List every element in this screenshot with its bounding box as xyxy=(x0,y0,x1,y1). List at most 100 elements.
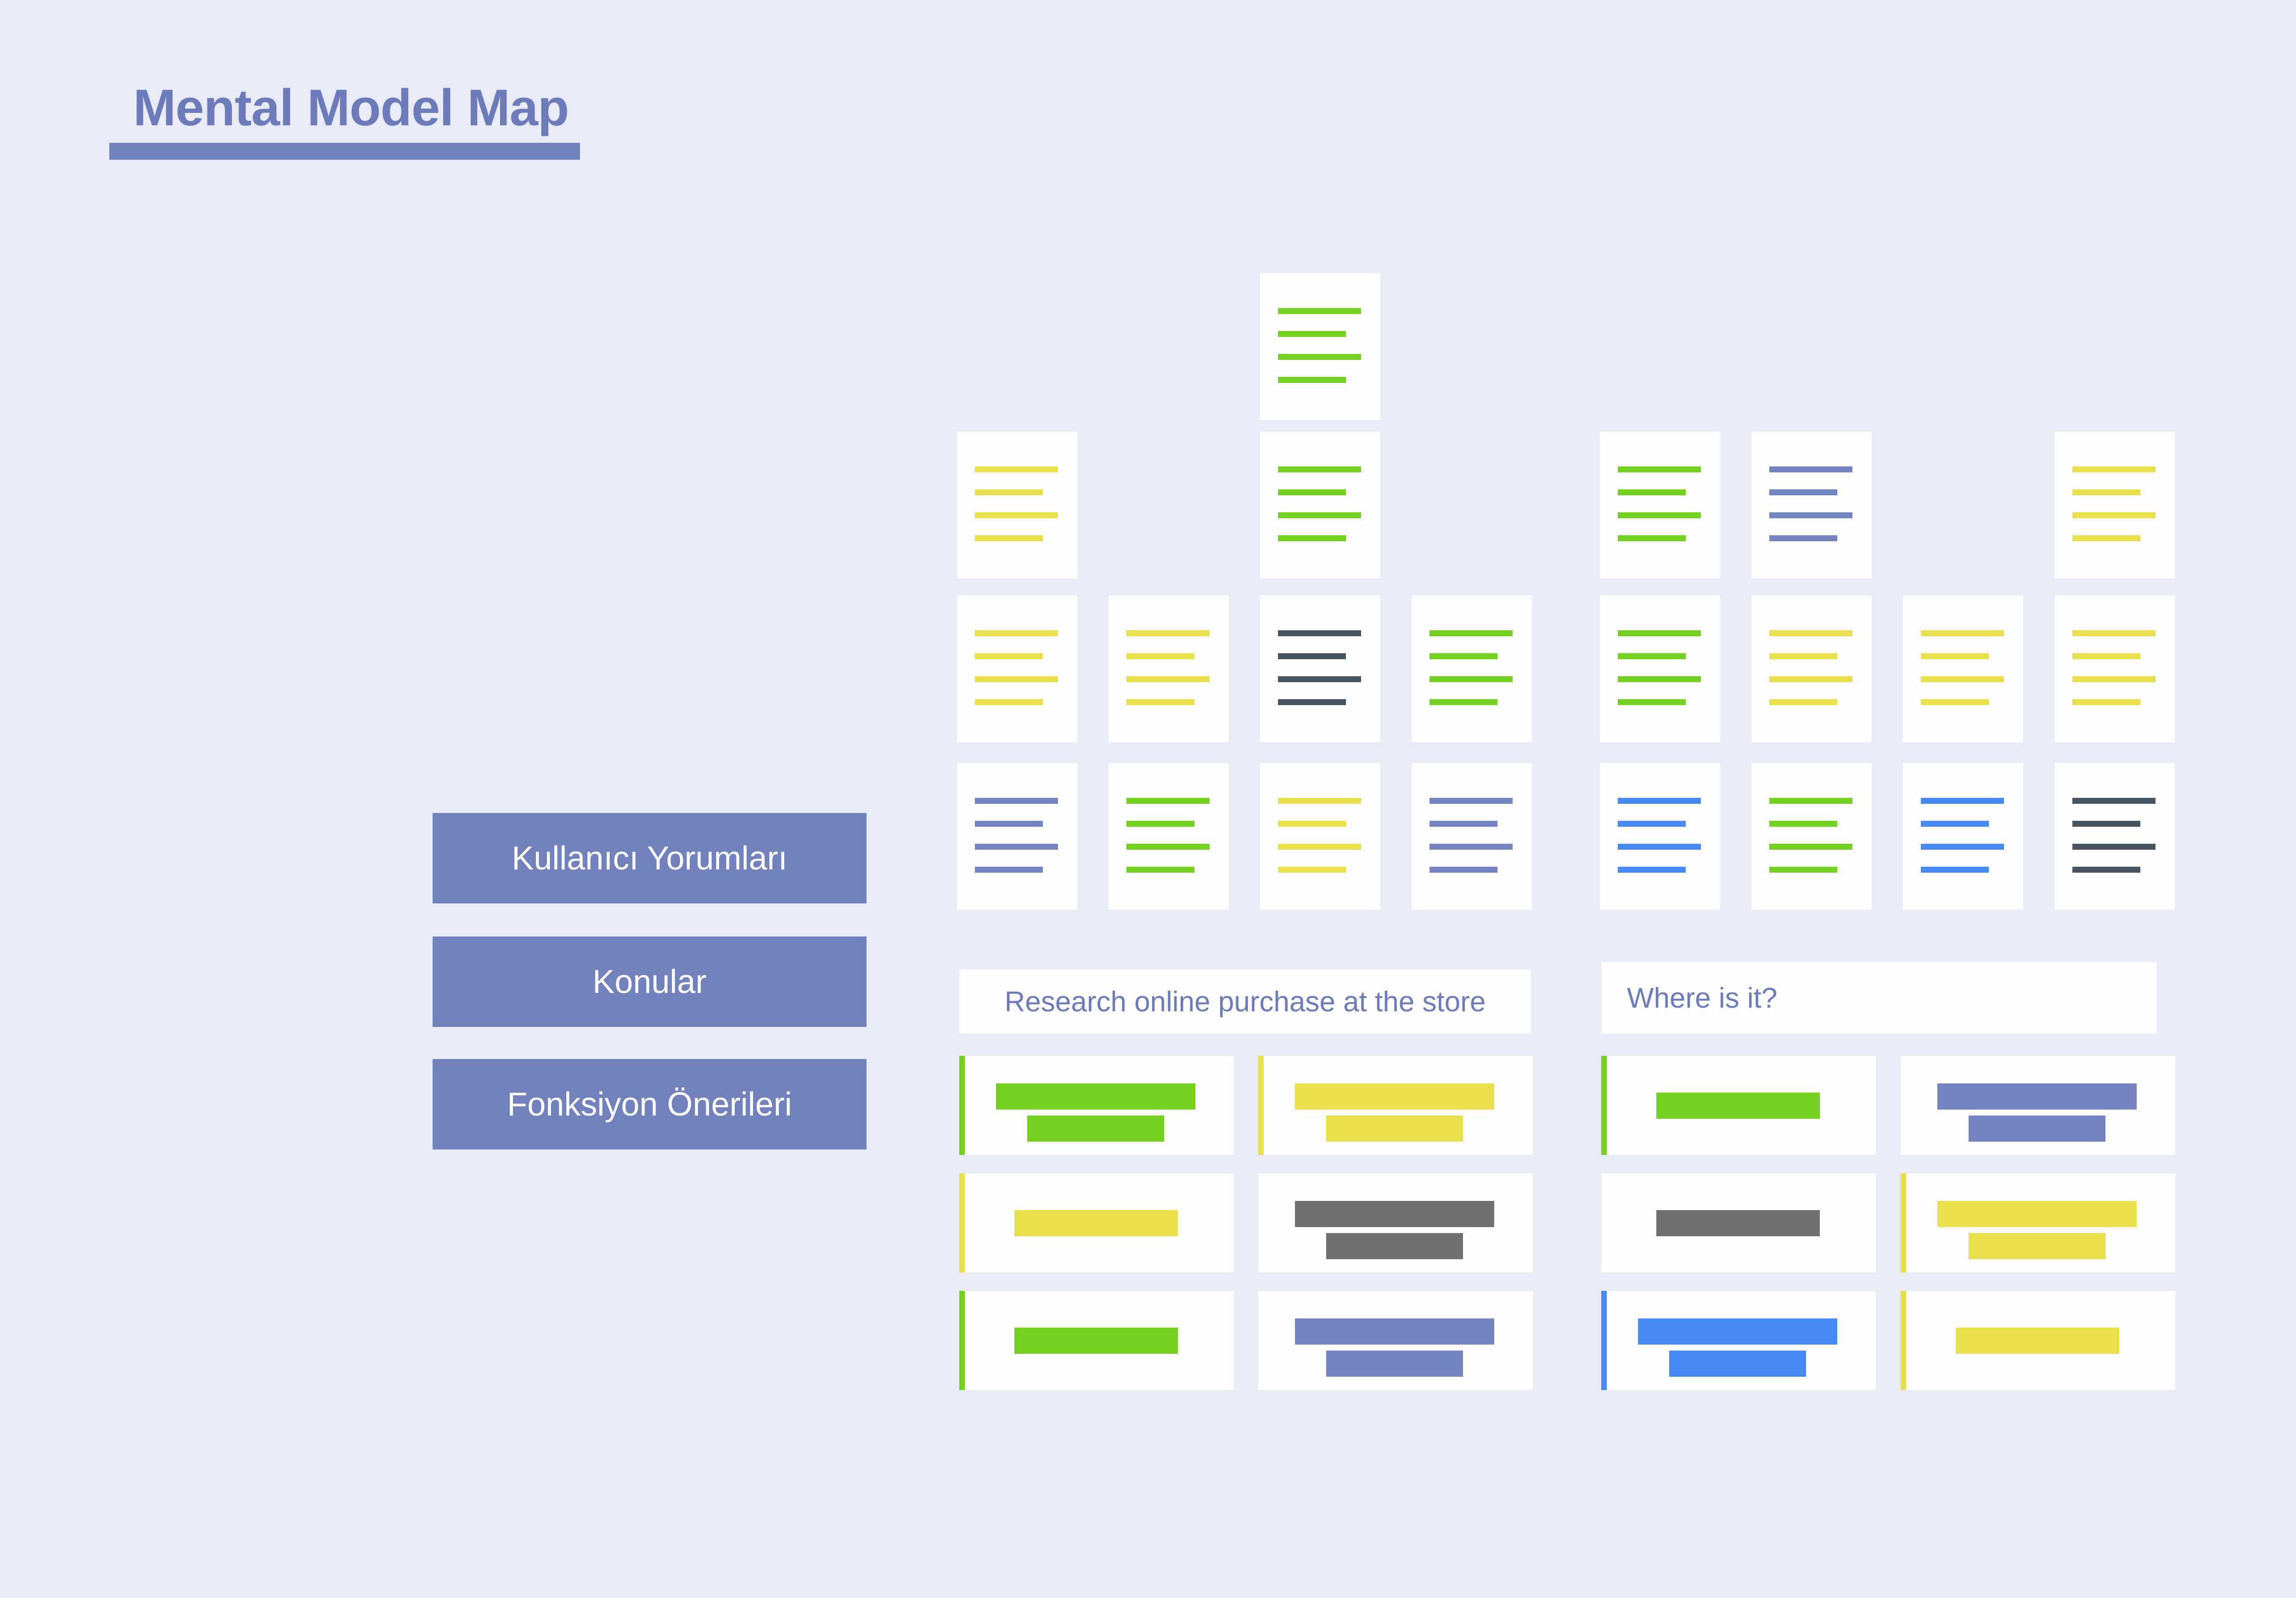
note-text-line xyxy=(975,699,1043,705)
note-text-line xyxy=(1921,844,2004,850)
note-text-line xyxy=(1126,867,1194,873)
sticky-note[interactable] xyxy=(957,763,1077,910)
sticky-note[interactable] xyxy=(1412,763,1532,910)
card-highlight-bar xyxy=(1326,1116,1463,1142)
summary-card[interactable] xyxy=(959,1173,1234,1273)
legend-button-label: Kullanıcı Yorumları xyxy=(512,840,788,877)
card-highlight-bar xyxy=(1295,1083,1494,1110)
title-block: Mental Model Map xyxy=(109,78,580,160)
card-accent-edge xyxy=(1601,1056,1607,1155)
card-highlight-bar xyxy=(1969,1233,2105,1259)
note-text-line xyxy=(1921,798,2004,804)
sticky-note[interactable] xyxy=(957,432,1077,578)
note-text-line xyxy=(1126,798,1210,804)
sticky-note[interactable] xyxy=(1260,432,1380,578)
note-text-line xyxy=(1278,630,1361,636)
page-title: Mental Model Map xyxy=(133,79,569,136)
sticky-note[interactable] xyxy=(1903,763,2023,910)
note-text-line xyxy=(2072,489,2140,495)
note-text-line xyxy=(2072,844,2155,850)
card-highlight-bar xyxy=(1295,1201,1494,1227)
note-text-line xyxy=(1278,844,1361,850)
card-highlight-bar xyxy=(996,1083,1195,1110)
summary-card[interactable] xyxy=(1901,1173,2175,1273)
card-highlight-bar xyxy=(1014,1210,1178,1236)
note-text-line xyxy=(975,512,1058,518)
note-text-line xyxy=(1618,512,1701,518)
sticky-note[interactable] xyxy=(1903,595,2023,742)
sticky-note[interactable] xyxy=(1600,763,1720,910)
note-text-line xyxy=(1769,630,1852,636)
legend-button-fonksiyon-onerileri[interactable]: Fonksiyon Önerileri xyxy=(433,1059,867,1149)
card-highlight-bar xyxy=(1326,1351,1463,1377)
legend-button-konular[interactable]: Konular xyxy=(433,936,867,1027)
card-highlight-bar xyxy=(1937,1201,2137,1227)
sticky-note[interactable] xyxy=(2054,432,2175,578)
summary-card[interactable] xyxy=(1258,1173,1533,1273)
sticky-note[interactable] xyxy=(2054,595,2175,742)
note-text-line xyxy=(1278,354,1361,360)
sticky-note[interactable] xyxy=(1751,763,1872,910)
sticky-note[interactable] xyxy=(1109,595,1229,742)
note-text-line xyxy=(1921,676,2004,682)
note-text-line xyxy=(2072,512,2155,518)
summary-card[interactable] xyxy=(1258,1056,1533,1155)
sticky-note[interactable] xyxy=(1109,763,1229,910)
sticky-note[interactable] xyxy=(1751,595,1872,742)
note-text-line xyxy=(1618,867,1686,873)
note-text-line xyxy=(1126,630,1210,636)
card-accent-edge xyxy=(959,1173,965,1273)
card-accent-edge xyxy=(1258,1056,1264,1155)
sticky-note[interactable] xyxy=(1260,763,1380,910)
title-underline xyxy=(109,143,580,160)
note-text-line xyxy=(975,489,1043,495)
note-text-line xyxy=(1769,535,1837,541)
card-highlight-bar xyxy=(1326,1233,1463,1259)
note-text-line xyxy=(1429,699,1497,705)
note-text-line xyxy=(1618,489,1686,495)
sticky-note[interactable] xyxy=(957,595,1077,742)
note-text-line xyxy=(1618,798,1701,804)
summary-card[interactable] xyxy=(1601,1056,1876,1155)
note-text-line xyxy=(1126,653,1194,659)
note-text-line xyxy=(1278,535,1346,541)
note-text-line xyxy=(2072,676,2155,682)
note-text-line xyxy=(1769,844,1852,850)
summary-card[interactable] xyxy=(1601,1291,1876,1390)
card-highlight-bar xyxy=(1669,1351,1806,1377)
note-text-line xyxy=(1429,821,1497,827)
summary-card[interactable] xyxy=(1901,1291,2175,1390)
summary-card[interactable] xyxy=(959,1291,1234,1390)
note-text-line xyxy=(1278,867,1346,873)
note-text-line xyxy=(2072,466,2155,472)
task-label-where-is-it[interactable]: Where is it? xyxy=(1601,962,2156,1034)
note-text-line xyxy=(1278,512,1361,518)
note-text-line xyxy=(975,798,1058,804)
sticky-note[interactable] xyxy=(1600,432,1720,578)
summary-card[interactable] xyxy=(1258,1291,1533,1390)
card-accent-edge xyxy=(959,1056,965,1155)
note-text-line xyxy=(1769,676,1852,682)
legend-button-label: Konular xyxy=(592,963,707,1000)
card-highlight-bar xyxy=(1638,1318,1837,1345)
summary-card[interactable] xyxy=(1601,1173,1876,1273)
sticky-note[interactable] xyxy=(1260,273,1380,420)
card-highlight-bar xyxy=(1969,1116,2105,1142)
note-text-line xyxy=(1921,821,1989,827)
note-text-line xyxy=(1429,844,1513,850)
sticky-note[interactable] xyxy=(1260,595,1380,742)
card-highlight-bar xyxy=(1937,1083,2137,1110)
note-text-line xyxy=(1278,699,1346,705)
note-text-line xyxy=(1769,466,1852,472)
summary-card[interactable] xyxy=(1901,1056,2175,1155)
sticky-note[interactable] xyxy=(1751,432,1872,578)
sticky-note[interactable] xyxy=(1600,595,1720,742)
task-label-research-online-purchase[interactable]: Research online purchase at the store xyxy=(959,970,1531,1034)
note-text-line xyxy=(2072,699,2140,705)
legend-button-kullanici-yorumlari[interactable]: Kullanıcı Yorumları xyxy=(433,813,867,903)
summary-card[interactable] xyxy=(959,1056,1234,1155)
sticky-note[interactable] xyxy=(1412,595,1532,742)
sticky-note[interactable] xyxy=(2054,763,2175,910)
note-text-line xyxy=(1769,512,1852,518)
note-text-line xyxy=(1278,489,1346,495)
